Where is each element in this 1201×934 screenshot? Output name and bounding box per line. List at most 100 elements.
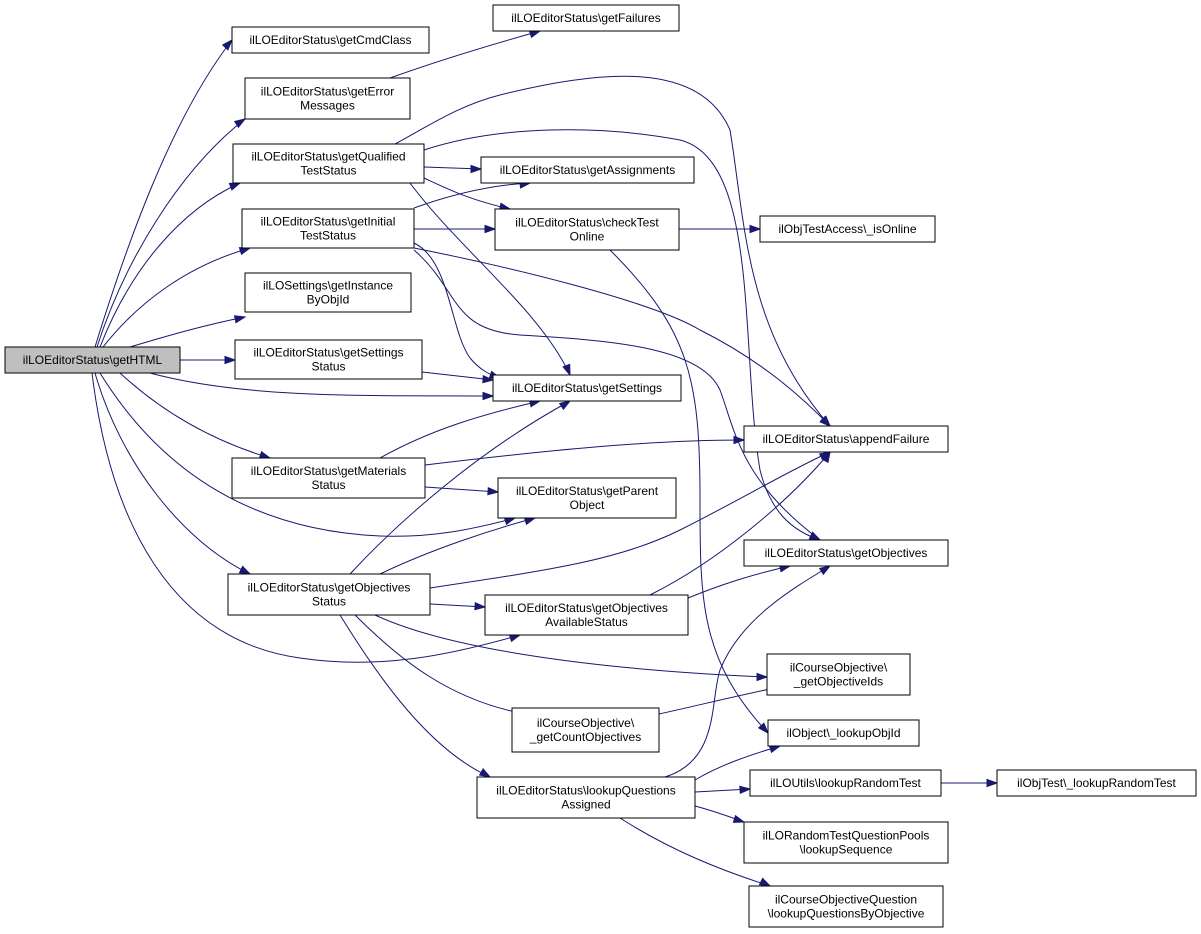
node-label-line: ilLOEditorStatus\getFailures — [511, 11, 660, 25]
edge-line — [423, 177, 511, 210]
node-lookupQuestionsByObjective[interactable]: ilCourseObjectiveQuestion\lookupQuestion… — [748, 885, 944, 928]
edge-lookupQuestionsAssigned-to-lookupRandomTest — [694, 785, 752, 795]
node-box — [766, 653, 911, 696]
arrowhead — [482, 374, 495, 384]
node-getSettings[interactable]: ilLOEditorStatus\getSettings — [492, 374, 682, 402]
edge-line — [149, 372, 494, 397]
node-lookupRandomTest[interactable]: ilLOUtils\lookupRandomTest — [749, 769, 942, 797]
node-label-line: ilCourseObjective\ — [537, 716, 635, 730]
edge-line — [619, 817, 771, 887]
node-getCountObjectives[interactable]: ilCourseObjective\_getCountObjectives — [511, 707, 660, 753]
edge-line — [664, 565, 831, 778]
node-box — [743, 425, 949, 453]
node-box — [241, 208, 415, 249]
edge-getHTML-to-getMaterialsStatus — [119, 372, 272, 459]
edge-line — [687, 565, 791, 599]
node-getObjectives[interactable]: ilLOEditorStatus\getObjectives — [743, 539, 949, 567]
node-box — [476, 776, 696, 819]
node-getHTML[interactable]: ilLOEditorStatus\getHTML — [4, 346, 181, 374]
node-label-line: ilLOEditorStatus\getObjectives — [765, 546, 928, 560]
node-getCmdClass[interactable]: ilLOEditorStatus\getCmdClass — [231, 26, 430, 54]
edge-lookupQuestionsAssigned-to-lookupObjId — [694, 745, 782, 781]
node-getAssignments[interactable]: ilLOEditorStatus\getAssignments — [480, 156, 695, 184]
node-label-line: ilLOEditorStatus\checkTest — [515, 216, 659, 230]
node-lookupSequence[interactable]: ilLORandomTestQuestionPools\lookupSequen… — [743, 821, 949, 864]
node-label-line: ByObjId — [307, 293, 350, 307]
edge-line — [99, 182, 241, 348]
node-label-line: ilCourseObjectiveQuestion — [775, 893, 917, 907]
edge-line — [94, 372, 251, 575]
node-label-line: ilLOEditorStatus\getAssignments — [500, 163, 675, 177]
edge-getHTML-to-getErrorMessages — [96, 118, 247, 348]
edge-getHTML-to-getInstanceByObjId — [129, 315, 247, 348]
node-label-line: ilLOEditorStatus\getSettings — [253, 346, 403, 360]
node-box — [231, 26, 430, 54]
node-label-line: ilCourseObjective\ — [790, 661, 888, 675]
edge-lookupRandomTest-to-objTestLookupRandomTest — [941, 778, 999, 788]
arrowhead — [233, 118, 247, 129]
node-box — [244, 77, 411, 120]
edge-line — [609, 249, 769, 734]
arrowhead — [482, 391, 495, 401]
arrowhead — [238, 565, 252, 575]
edge-getHTML-to-getSettingsStatus — [180, 355, 237, 365]
edge-getObjectivesAvailableStatus-to-appendFailure — [649, 450, 831, 596]
arrowhead — [558, 400, 572, 411]
edge-getObjectivesStatus-to-getObjectiveIds — [374, 614, 769, 682]
arrowhead — [474, 601, 487, 611]
node-box — [227, 573, 431, 616]
arrowhead — [487, 486, 500, 496]
node-label-line: TestStatus — [300, 229, 356, 243]
node-getObjectiveIds[interactable]: ilCourseObjective\_getObjectiveIds — [766, 653, 911, 696]
arrowhead — [732, 814, 746, 823]
edge-getHTML-to-getCmdClass — [94, 38, 234, 348]
edge-line — [102, 247, 251, 348]
node-box — [4, 346, 181, 374]
edge-line — [424, 486, 499, 493]
arrowhead — [986, 778, 999, 788]
arrowhead — [523, 517, 537, 526]
edge-getObjectivesStatus-to-getObjectivesAvailableStatus — [429, 601, 487, 611]
node-box — [996, 769, 1197, 797]
node-box — [231, 457, 426, 499]
node-lookupObjId[interactable]: ilObject\_lookupObjId — [767, 719, 920, 747]
node-label-line: ilLOEditorStatus\getError — [261, 85, 394, 99]
node-appendFailure[interactable]: ilLOEditorStatus\appendFailure — [743, 425, 949, 453]
nodes: ilLOEditorStatus\getHTML ilLOEditorStatus… — [4, 4, 1197, 928]
node-getObjectivesAvailableStatus[interactable]: ilLOEditorStatus\getObjectivesAvailableS… — [484, 594, 689, 636]
edge-line — [354, 614, 526, 715]
edge-line — [389, 30, 541, 79]
edge-getObjectivesStatus-to-lookupQuestionsAssigned — [339, 614, 492, 778]
node-getFailures[interactable]: ilLOEditorStatus\getFailures — [492, 4, 680, 32]
node-label-line: ilLOSettings\getInstance — [263, 279, 393, 293]
edge-getHTML-to-getSettings — [149, 372, 495, 401]
edge-line — [421, 371, 494, 381]
node-objTestLookupRandomTest[interactable]: ilObjTest\_lookupRandomTest — [996, 769, 1197, 797]
node-isOnline[interactable]: ilObjTestAccess\_isOnline — [759, 215, 936, 243]
edge-line — [91, 372, 521, 663]
node-label-line: _getObjectiveIds — [793, 675, 883, 689]
node-label-line: Status — [311, 478, 345, 492]
edge-line — [423, 129, 821, 541]
node-label-line: AvailableStatus — [545, 615, 628, 629]
arrowhead — [749, 224, 762, 234]
node-box — [244, 272, 412, 313]
edge-line — [409, 182, 571, 376]
edge-getQualifiedTestStatus-to-getAssignments — [423, 164, 483, 174]
edge-getErrorMessages-to-getFailures — [389, 30, 542, 79]
edge-getMaterialsStatus-to-appendFailure — [424, 435, 746, 466]
node-label-line: ilLOEditorStatus\getInitial — [261, 215, 396, 229]
edge-line — [429, 451, 831, 589]
edge-line — [349, 400, 571, 575]
edge-line — [99, 372, 516, 537]
